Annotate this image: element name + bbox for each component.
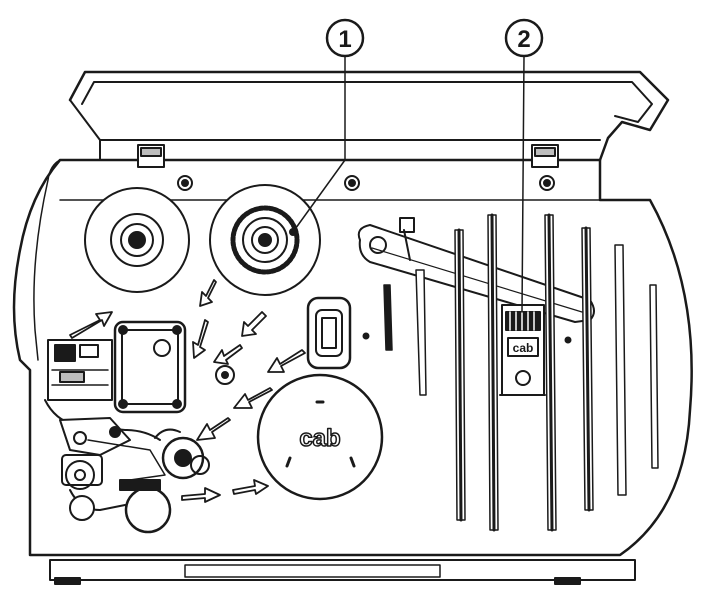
label-roll-holder: cab — [256, 373, 384, 501]
guide-block — [306, 296, 352, 370]
holder-cab-logo: cab — [299, 425, 340, 452]
hinges — [137, 144, 559, 168]
top-screws — [177, 175, 555, 191]
callout-1-number: 1 — [338, 26, 351, 53]
vertical-slots — [383, 213, 659, 532]
ribbon-rewind-roll — [209, 184, 321, 296]
callout-1: 1 — [292, 18, 365, 233]
guide-rod — [357, 217, 595, 323]
printer-cover — [68, 70, 670, 162]
label-sensor: cab — [362, 304, 572, 396]
direction-arrows — [69, 279, 306, 503]
callout-2: 2 — [504, 18, 544, 313]
printhead-mechanism — [44, 320, 235, 534]
callout-2-number: 2 — [517, 26, 530, 53]
ribbon-supply-roll — [84, 187, 190, 293]
sensor-cab-logo: cab — [513, 341, 534, 355]
